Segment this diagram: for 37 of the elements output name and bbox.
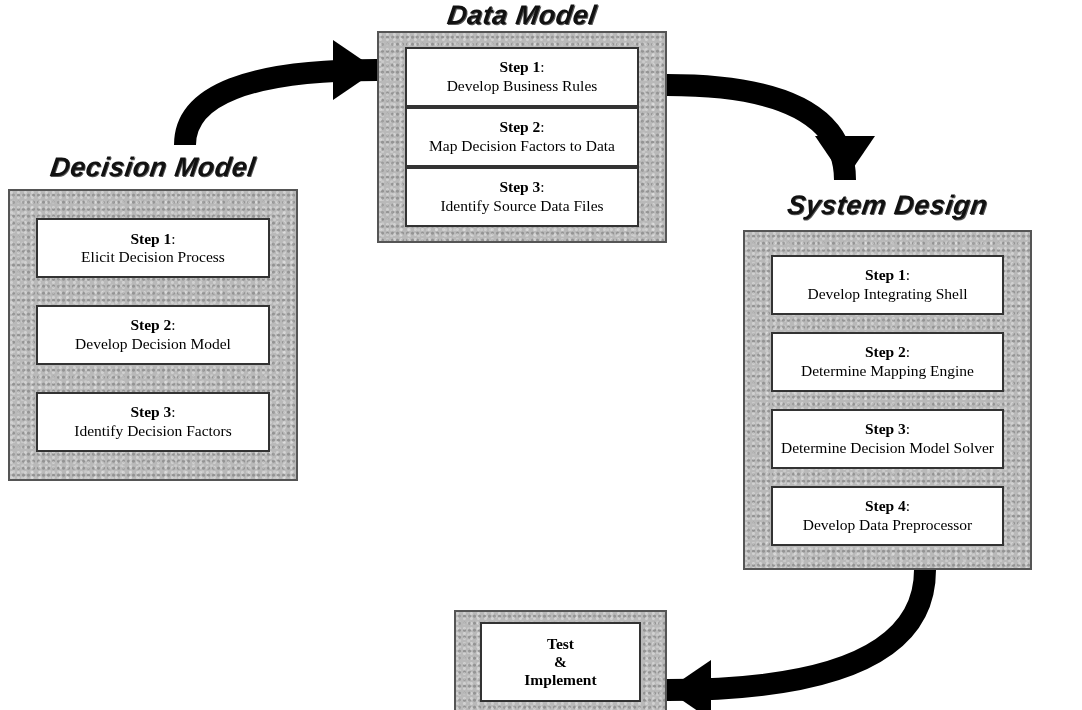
step-box <box>771 254 1004 315</box>
step-box <box>36 391 270 452</box>
step-text: Step 3: <box>130 403 176 422</box>
step-text: Step 2: <box>499 118 545 137</box>
curved-arrow <box>666 568 936 710</box>
step-text: Develop Decision Model <box>75 335 231 354</box>
phase-title: System Design <box>785 189 990 221</box>
step-text: Step 1: <box>499 58 545 77</box>
step-text: Develop Business Rules <box>446 77 598 96</box>
step-text: Develop Data Preprocessor <box>802 515 973 535</box>
step-text: Develop Integrating Shell <box>807 284 968 304</box>
step-text: Identify Source Data Files <box>440 197 604 216</box>
step-box <box>771 485 1004 546</box>
step-text: Step 2: <box>130 316 176 335</box>
step-box <box>405 47 639 107</box>
step-text: Step 4: <box>864 496 911 516</box>
final-step-box <box>480 622 641 702</box>
step-text: Determine Decision Model Solver <box>780 438 995 458</box>
curved-arrow <box>666 74 872 181</box>
step-box <box>405 167 639 227</box>
step-text: Step 3: <box>499 178 545 197</box>
step-text: Determine Mapping Engine <box>800 361 974 381</box>
step-text: Step 1: <box>130 229 176 249</box>
step-box <box>405 107 639 167</box>
step-box <box>36 305 270 365</box>
step-text: Elicit Decision Process <box>81 248 225 267</box>
step-box <box>771 408 1004 469</box>
phase-title: Decision Model <box>48 151 258 183</box>
step-text: Identify Decision Factors <box>74 421 232 441</box>
phase-title: Data Model <box>445 0 599 31</box>
step-text: Step 3: <box>864 419 911 439</box>
step-text: Step 1: <box>864 265 911 285</box>
step-text: Test & Implement <box>523 635 598 689</box>
step-box <box>36 218 270 279</box>
step-text: Map Decision Factors to Data <box>429 137 615 156</box>
step-box <box>771 331 1004 392</box>
step-text: Step 2: <box>864 342 911 362</box>
